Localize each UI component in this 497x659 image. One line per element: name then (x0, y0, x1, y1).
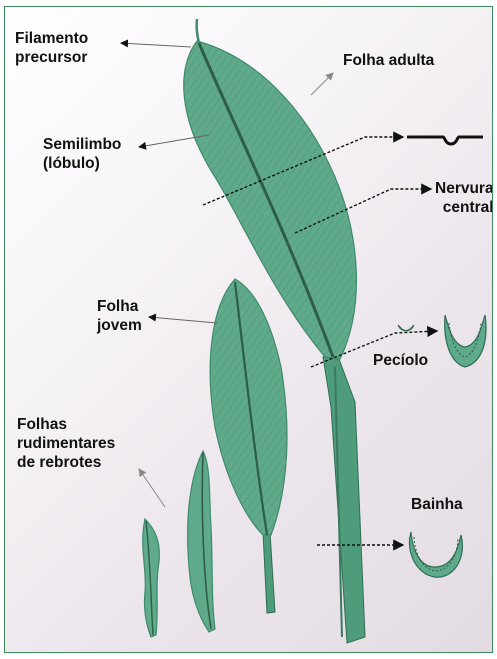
label-folha-jovem: Folha jovem (97, 297, 142, 335)
label-filamento-precursor: Filamento precursor (15, 29, 88, 67)
precursor-filament (197, 19, 199, 43)
diagram-frame: Filamento precursor Folha adulta Semilim… (4, 6, 493, 653)
arrow-folha-adulta (311, 73, 333, 95)
label-folha-adulta: Folha adulta (343, 51, 434, 70)
label-nervura-central: Nervura central (435, 179, 493, 217)
label-folhas-rudimentares: Folhas rudimentares de rebrotes (17, 415, 115, 472)
petiole-small-section (398, 325, 414, 331)
arrow-folha-jovem (149, 317, 217, 323)
label-bainha: Bainha (411, 495, 463, 514)
label-semilimbo: Semilimbo (lóbulo) (43, 135, 121, 173)
arrow-filamento (121, 43, 191, 47)
label-peciolo: Pecíolo (373, 351, 428, 370)
leaf-illustration (5, 7, 493, 653)
blade-cross-section (407, 137, 483, 144)
adult-petiole (323, 357, 365, 643)
rudimentary-leaf-1 (188, 451, 215, 632)
rudimentary-leaf-2 (143, 519, 160, 637)
young-leaf-petiole (263, 532, 275, 613)
petiole-large-section (445, 315, 486, 367)
arrow-folhas-rudimentares (139, 469, 165, 507)
